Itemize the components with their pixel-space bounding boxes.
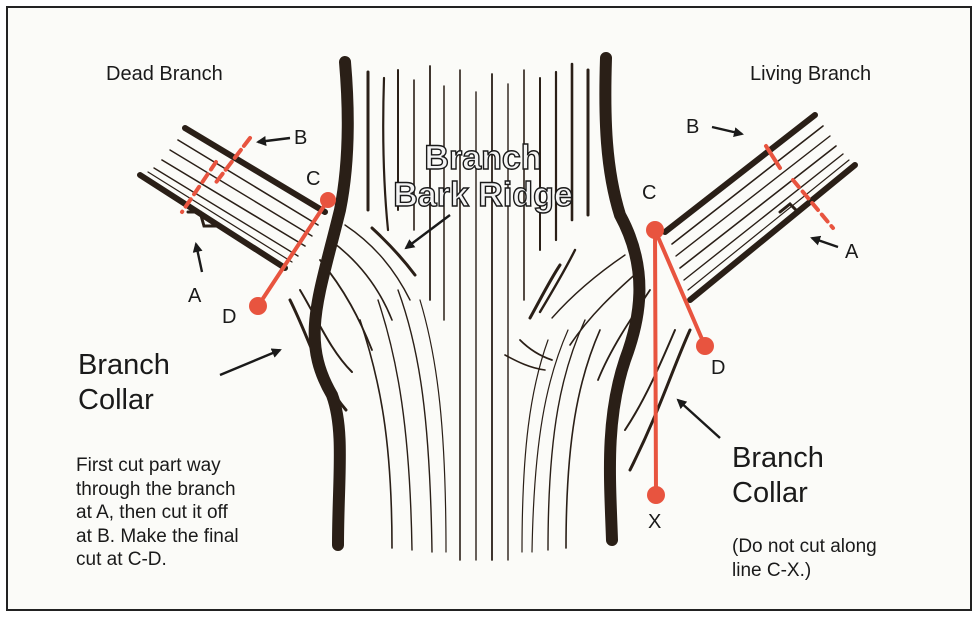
arrow-collar-right [678,400,720,438]
point-d-right [696,337,714,355]
collar-left-line-2: Collar [78,383,170,418]
label-c-left: C [306,168,320,191]
warning-line: (Do not cut along [732,535,932,559]
label-a-left: A [188,285,201,308]
living-final-cut-c-d [655,230,705,346]
point-d-left [249,297,267,315]
arrow-b-left [258,138,290,142]
label-b-right: B [686,116,699,139]
collar-right-line-2: Collar [732,476,824,511]
label-b-left: B [294,127,307,150]
warning-right: (Do not cut along line C-X.) [732,535,932,582]
arrow-b-right [712,127,742,134]
dead-branch-title: Dead Branch [106,63,223,86]
label-d-right: D [711,357,725,380]
point-c-right [646,221,664,239]
arrow-a-right [812,238,838,247]
label-c-right: C [642,182,656,205]
instruction-line: First cut part way [76,454,316,478]
point-x [647,486,665,504]
bark-ridge-line-2: Bark Ridge [388,177,578,214]
arrow-a-left [196,244,202,272]
warning-line: line C-X.) [732,559,932,583]
living-branch-title: Living Branch [750,63,871,86]
instruction-line: cut at C-D. [76,548,316,572]
tree-trunk [290,58,690,560]
collar-right-line-1: Branch [732,441,824,476]
bark-ridge-line-1: Branch [388,140,578,177]
label-d-left: D [222,306,236,329]
instruction-line: through the branch [76,478,316,502]
branch-collar-left: Branch Collar [78,348,170,418]
label-a-right: A [845,241,858,264]
instruction-line: at A, then cut it off [76,501,316,525]
branch-collar-right: Branch Collar [732,441,824,511]
instructions-left: First cut part way through the branch at… [76,454,316,572]
label-x: X [648,511,661,534]
arrow-collar-left [220,350,280,375]
collar-left-line-1: Branch [78,348,170,383]
wrong-cut-c-x [655,230,656,495]
living-branch [665,115,855,300]
point-c-left [320,192,336,208]
instruction-line: at B. Make the final [76,525,316,549]
branch-bark-ridge-label: Branch Bark Ridge [388,140,578,214]
